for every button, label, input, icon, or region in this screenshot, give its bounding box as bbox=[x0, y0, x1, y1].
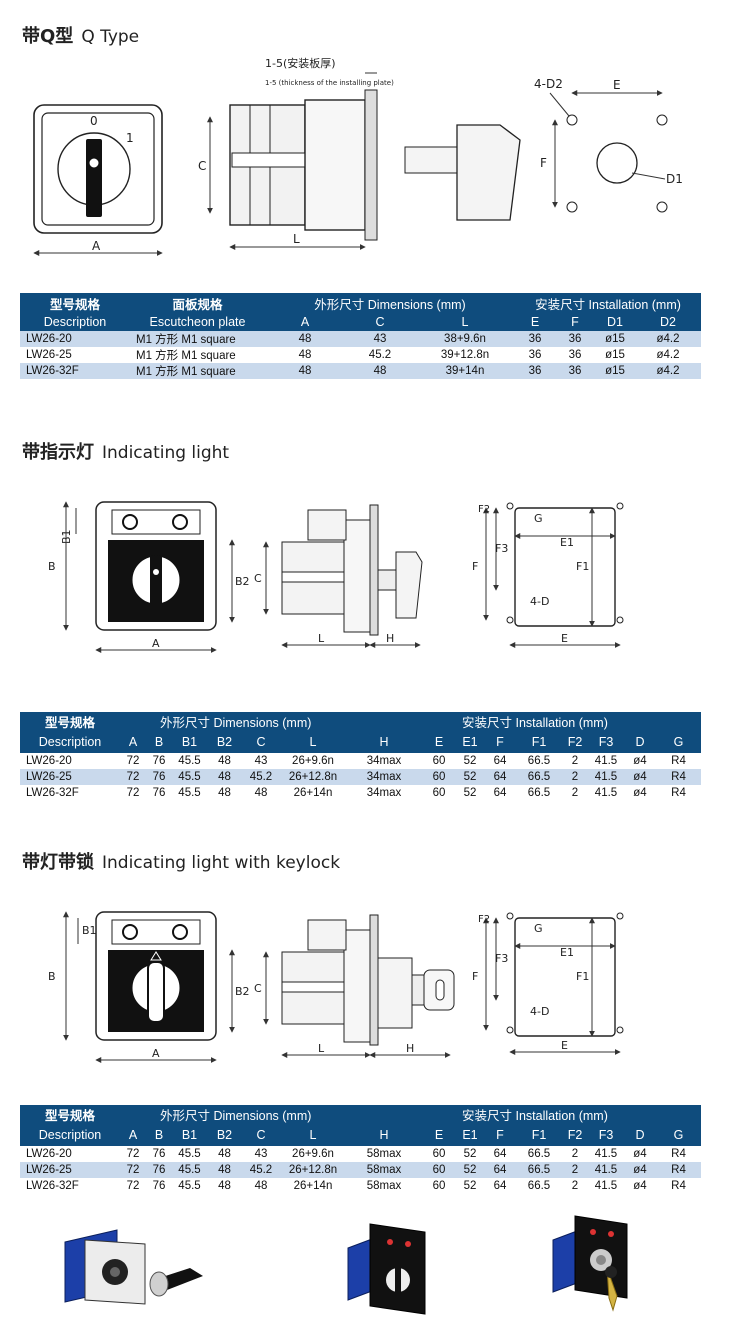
kl-head-dimensions: 外形尺寸 Dimensions (mm) bbox=[160, 1109, 312, 1123]
keylock-spec-table: 型号规格 外形尺寸 Dimensions (mm) 安装尺寸 Installat… bbox=[20, 1105, 701, 1194]
il-side-label-l: L bbox=[318, 632, 325, 645]
il-mount-label-f1: F1 bbox=[576, 560, 589, 573]
kl-head-installation: 安装尺寸 Installation (mm) bbox=[462, 1109, 608, 1123]
q-head-installation: 安装尺寸 Installation (mm) bbox=[535, 297, 681, 312]
il-side-label-h: H bbox=[386, 632, 394, 645]
q-mounting-view: E F 4-D2 D1 bbox=[534, 77, 683, 213]
q-head-col: E bbox=[530, 315, 540, 329]
q-front-label-one: 1 bbox=[126, 131, 134, 145]
q-front-view: 0 1 A bbox=[33, 104, 163, 256]
il-head-dimensions: 外形尺寸 Dimensions (mm) bbox=[160, 716, 312, 730]
q-side-label-c: C bbox=[198, 159, 206, 173]
q-head-col: D2 bbox=[660, 315, 676, 329]
kl-label-b2: B2 bbox=[235, 985, 250, 998]
kl-head-desc-cn: 型号规格 bbox=[44, 1109, 95, 1123]
kl-mount-label-f1: F1 bbox=[576, 970, 589, 983]
keylock-product-photo bbox=[552, 1215, 628, 1312]
q-front-label-a: A bbox=[92, 239, 101, 253]
il-head-desc-en: Description bbox=[38, 735, 102, 749]
kl-mount-label-f: F bbox=[472, 970, 478, 983]
q-mount-label-f: F bbox=[540, 156, 547, 170]
q-side-view: C L 1-5(安装板厚) 1-5 (thickness of the inst… bbox=[198, 56, 521, 250]
kl-label-b: B bbox=[48, 970, 56, 983]
q-head-col: D1 bbox=[607, 315, 623, 329]
il-front-view: B1 B B2 A bbox=[48, 501, 250, 653]
q-head-plate-en: Escutcheon plate bbox=[149, 315, 246, 329]
q-head-col: A bbox=[300, 315, 310, 329]
kl-label-b1: B1 bbox=[82, 924, 97, 937]
kl-mount-label-g: G bbox=[534, 922, 543, 935]
il-mount-label-f: F bbox=[472, 560, 478, 573]
kl-side-view: C L H bbox=[254, 914, 455, 1058]
il-mount-label-d: 4-D bbox=[530, 595, 549, 608]
kl-mount-label-f3: F3 bbox=[495, 952, 508, 965]
kl-side-label-h: H bbox=[406, 1042, 414, 1055]
q-head-col: F bbox=[571, 315, 579, 329]
il-label-b2: B2 bbox=[235, 575, 250, 588]
il-head-installation: 安装尺寸 Installation (mm) bbox=[462, 716, 608, 730]
il-mount-label-f2: F2 bbox=[478, 504, 490, 515]
kl-mount-label-e: E bbox=[561, 1039, 568, 1052]
q-head-plate-cn: 面板规格 bbox=[172, 297, 223, 312]
il-head-desc-cn: 型号规格 bbox=[44, 716, 95, 730]
il-mount-label-e: E bbox=[561, 632, 568, 645]
kl-side-label-l: L bbox=[318, 1042, 325, 1055]
indicating-light-drawing: B1 B B2 A C L H G E1 F1 F3 F F bbox=[48, 501, 624, 653]
indicating-light-spec-table: 型号规格 外形尺寸 Dimensions (mm) 安装尺寸 Installat… bbox=[20, 712, 701, 801]
il-label-a: A bbox=[152, 637, 160, 650]
q-plate-thickness-en: 1-5 (thickness of the installing plate) bbox=[265, 79, 394, 87]
kl-side-label-c: C bbox=[254, 982, 262, 995]
q-head-col: L bbox=[461, 315, 469, 329]
il-side-view: C L H bbox=[254, 504, 423, 648]
il-label-b: B bbox=[48, 560, 56, 573]
kl-mount-label-f2: F2 bbox=[478, 914, 490, 925]
il-mounting-view: G E1 F1 F3 F F2 4-D E bbox=[472, 502, 624, 648]
q-head-col: C bbox=[375, 315, 385, 329]
q-mount-label-d2: 4-D2 bbox=[534, 77, 563, 91]
q-head-dimensions: 外形尺寸 Dimensions (mm) bbox=[314, 297, 466, 312]
q-type-spec-table: 型号规格 面板规格 外形尺寸 Dimensions (mm) 安装尺寸 Inst… bbox=[20, 293, 701, 379]
q-type-product-photo bbox=[64, 1229, 203, 1305]
q-front-label-zero: 0 bbox=[90, 114, 98, 128]
q-mount-label-d1: D1 bbox=[666, 172, 683, 186]
il-side-label-c: C bbox=[254, 572, 262, 585]
kl-mounting-view: G E1 F1 F3 F F2 4-D E bbox=[472, 912, 624, 1055]
il-mount-label-g: G bbox=[534, 512, 543, 525]
kl-mount-label-d: 4-D bbox=[530, 1005, 549, 1018]
q-plate-thickness-cn: 1-5(安装板厚) bbox=[265, 56, 336, 70]
q-type-drawing: 0 1 A C L 1-5(安装板厚) 1-5 (thickness of th… bbox=[33, 56, 683, 256]
keylock-drawing: B B1 B2 A C L H G E1 F1 F3 bbox=[48, 911, 624, 1063]
q-side-label-l: L bbox=[293, 232, 300, 246]
kl-front-view: B B1 B2 A bbox=[48, 911, 250, 1063]
il-mount-label-e1: E1 bbox=[560, 536, 574, 549]
indicating-light-product-photo bbox=[347, 1223, 426, 1315]
il-mount-label-f3: F3 bbox=[495, 542, 508, 555]
kl-head-desc-en: Description bbox=[38, 1128, 102, 1142]
kl-mount-label-e1: E1 bbox=[560, 946, 574, 959]
kl-label-a: A bbox=[152, 1047, 160, 1060]
q-head-desc-en: Description bbox=[43, 315, 107, 329]
q-head-desc-cn: 型号规格 bbox=[49, 297, 100, 312]
q-mount-label-e: E bbox=[613, 78, 621, 92]
